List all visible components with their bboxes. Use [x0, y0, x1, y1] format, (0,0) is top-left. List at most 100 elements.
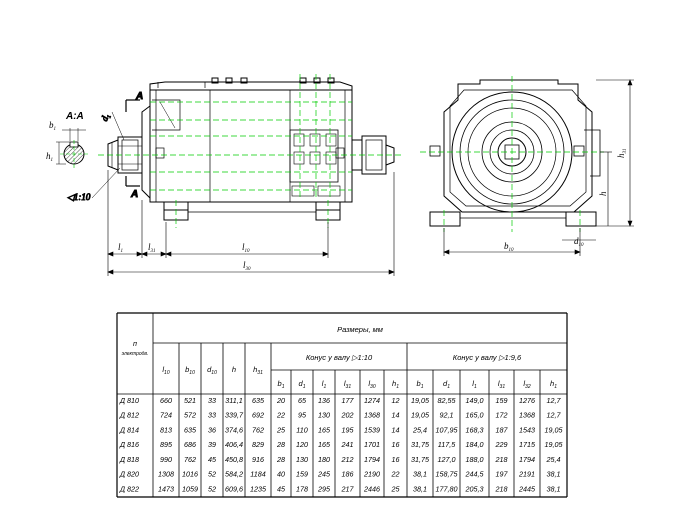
table-cell: 159 [296, 470, 308, 479]
taper1-header: Конус у валу ▷1:10 [306, 353, 373, 362]
table-cell: 635 [252, 396, 265, 405]
table-cell: 177 [342, 396, 355, 405]
table-cell: 31,75 [411, 440, 430, 449]
table-cell: 22 [391, 470, 400, 479]
row-type: Д 814 [119, 425, 139, 434]
table-cell: 14 [392, 425, 400, 434]
table-cell: 202 [341, 411, 354, 420]
table-cell: 36 [208, 425, 216, 434]
dim-b10: b10 [504, 241, 514, 253]
table-cell: 127,0 [438, 455, 456, 464]
row-type: Д 818 [119, 455, 139, 464]
table-cell: 12,7 [547, 411, 562, 420]
table-cell: 218 [495, 455, 508, 464]
row-type: Д 816 [119, 440, 139, 449]
table-cell: 33 [208, 396, 216, 405]
table-cell: 25,4 [546, 455, 561, 464]
col-header-d10: d10 [207, 365, 217, 376]
col-header-1-d1: d1 [299, 379, 306, 390]
table-cell: 180 [318, 455, 330, 464]
table-cell: 158,75 [436, 470, 459, 479]
table-cell: 178 [296, 484, 308, 493]
table-cell: 1473 [158, 484, 174, 493]
table-cell: 19,05 [411, 396, 430, 405]
table-cell: 165,0 [466, 411, 484, 420]
col-header-2-d1: d1 [443, 379, 450, 390]
table-cell: 165 [318, 440, 331, 449]
table-cell: 38,1 [413, 470, 427, 479]
table-cell: 686 [184, 440, 196, 449]
col-header-h: h [232, 365, 236, 374]
table-cell: 609,6 [225, 484, 243, 493]
dim-l1: l1 [118, 242, 123, 254]
dim-l10: l10 [242, 242, 250, 254]
table-cell: 1794 [519, 455, 535, 464]
table-cell: 25 [391, 484, 401, 493]
end-view-centerlines [420, 76, 604, 232]
table-cell: 14 [392, 411, 400, 420]
table-cell: 295 [317, 484, 331, 493]
table-cell: 39 [208, 440, 216, 449]
table-cell: 762 [252, 425, 264, 434]
table-cell: 16 [392, 455, 400, 464]
table-cell: 406,4 [225, 440, 243, 449]
table-cell: 120 [296, 440, 308, 449]
table-cell: 117,5 [438, 440, 456, 449]
side-view-dimensions [107, 170, 395, 276]
table-cell: 159 [496, 396, 508, 405]
table-cell: 45 [208, 455, 217, 464]
table-cell: 762 [184, 455, 196, 464]
table-cell: 339,7 [225, 411, 244, 420]
cut-label-top: A [135, 91, 143, 102]
table-cell: 895 [160, 440, 173, 449]
table-cell: 241 [341, 440, 354, 449]
table-cell: 692 [252, 411, 264, 420]
type-header-sub: электродв. [122, 351, 149, 357]
row-type: Д 820 [119, 470, 139, 479]
table-cell: 205,3 [465, 484, 484, 493]
col-header-h31: h31 [253, 365, 263, 376]
table-cell: 916 [252, 455, 264, 464]
table-cell: 1016 [182, 470, 198, 479]
table-cell: 245 [317, 470, 331, 479]
row-type: Д 812 [119, 411, 139, 420]
col-header-1-l30: l30 [368, 379, 375, 390]
col-header-2-l31: l31 [498, 379, 505, 390]
table-cell: 2445 [518, 484, 536, 493]
table-cell: 149,0 [466, 396, 484, 405]
table-cell: 829 [252, 440, 264, 449]
table-cell: 572 [184, 411, 196, 420]
motor-end-view [429, 79, 601, 227]
table-cell: 521 [184, 396, 196, 405]
table-cell: 38,1 [413, 484, 427, 493]
side-view-centerlines [98, 74, 402, 228]
table-cell: 724 [160, 411, 172, 420]
shaft-section-view: A:A b1 h1 [46, 111, 88, 168]
table-cell: 168,3 [466, 425, 484, 434]
table-cell: 12 [392, 396, 400, 405]
table-cell: 20 [276, 396, 285, 405]
table-cell: 1715 [519, 440, 536, 449]
table-cell: 92,1 [440, 411, 454, 420]
table-cell: 25,4 [412, 425, 427, 434]
table-cell: 2446 [363, 484, 380, 493]
table-cell: 197 [496, 470, 509, 479]
table-cell: 28 [276, 455, 285, 464]
row-type: Д 810 [119, 396, 139, 405]
table-cell: 107,95 [436, 425, 459, 434]
table-cell: 136 [318, 396, 330, 405]
type-header: п [133, 339, 137, 348]
col-header-2-l1: l1 [472, 379, 477, 390]
table-cell: 188,0 [466, 455, 484, 464]
table-cell: 177,80 [436, 484, 458, 493]
table-cell: 990 [160, 455, 172, 464]
table-cell: 130 [296, 455, 308, 464]
table-cell: 19,05 [545, 440, 564, 449]
col-header-b10: b10 [185, 365, 195, 376]
table-cell: 218 [495, 484, 508, 493]
table-cell: 110 [296, 425, 307, 434]
col-header-1-l31: l31 [344, 379, 351, 390]
table-cell: 1539 [364, 425, 380, 434]
row-type: Д 822 [119, 484, 139, 493]
